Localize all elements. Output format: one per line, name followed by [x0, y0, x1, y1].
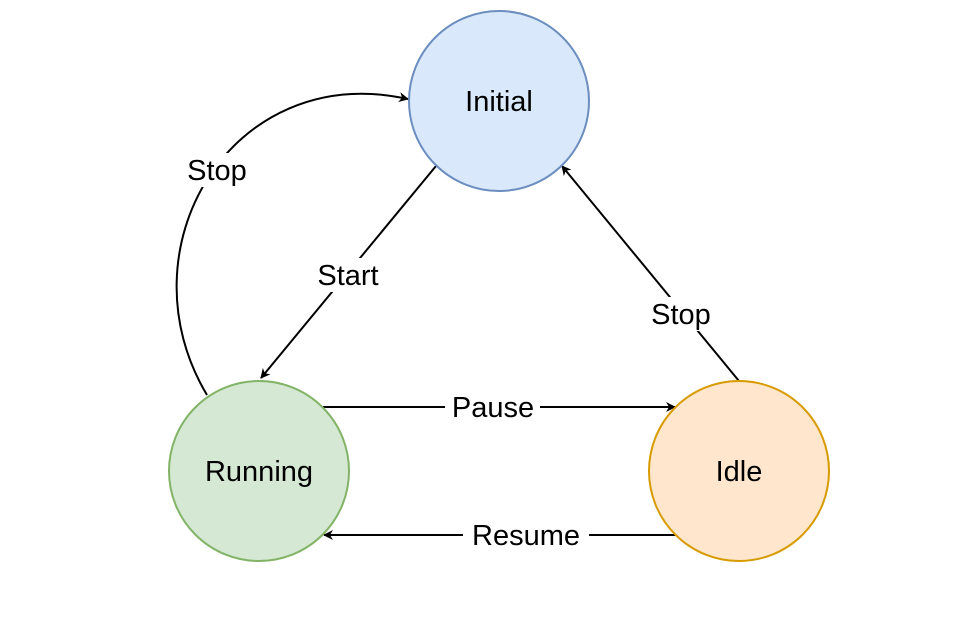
edge-stop-idle-label-bg: [644, 297, 718, 331]
edge-stop-idle-line: [561, 165, 740, 382]
node-running: Running: [168, 380, 350, 562]
edge-stop-idle-label: Stop: [651, 299, 711, 331]
node-initial: Initial: [408, 10, 590, 192]
edge-start-label-bg: [312, 258, 384, 292]
node-idle-circle: [648, 380, 830, 562]
edge-stop-running-line: [175, 92, 409, 396]
node-running-circle: [168, 380, 350, 562]
node-running-label: Running: [205, 456, 313, 488]
node-initial-circle: [408, 10, 590, 192]
edge-pause-label: Pause: [452, 392, 534, 424]
edge-stop-running-label: Stop: [187, 155, 247, 187]
edge-pause: Pause: [323, 391, 676, 424]
node-idle-label: Idle: [716, 456, 763, 488]
node-initial-label: Initial: [465, 86, 533, 118]
edge-resume: Resume: [323, 519, 676, 552]
edge-start: Start: [260, 165, 437, 379]
node-idle: Idle: [648, 380, 830, 562]
edge-resume-label: Resume: [472, 520, 580, 552]
edge-start-label: Start: [317, 260, 378, 292]
edge-stop-running-label-bg: [181, 153, 253, 187]
edge-pause-label-bg: [445, 391, 540, 423]
edge-stop-idle: Stop: [561, 165, 740, 382]
edge-resume-label-bg: [463, 519, 589, 551]
edge-stop-running: Stop: [175, 92, 409, 396]
